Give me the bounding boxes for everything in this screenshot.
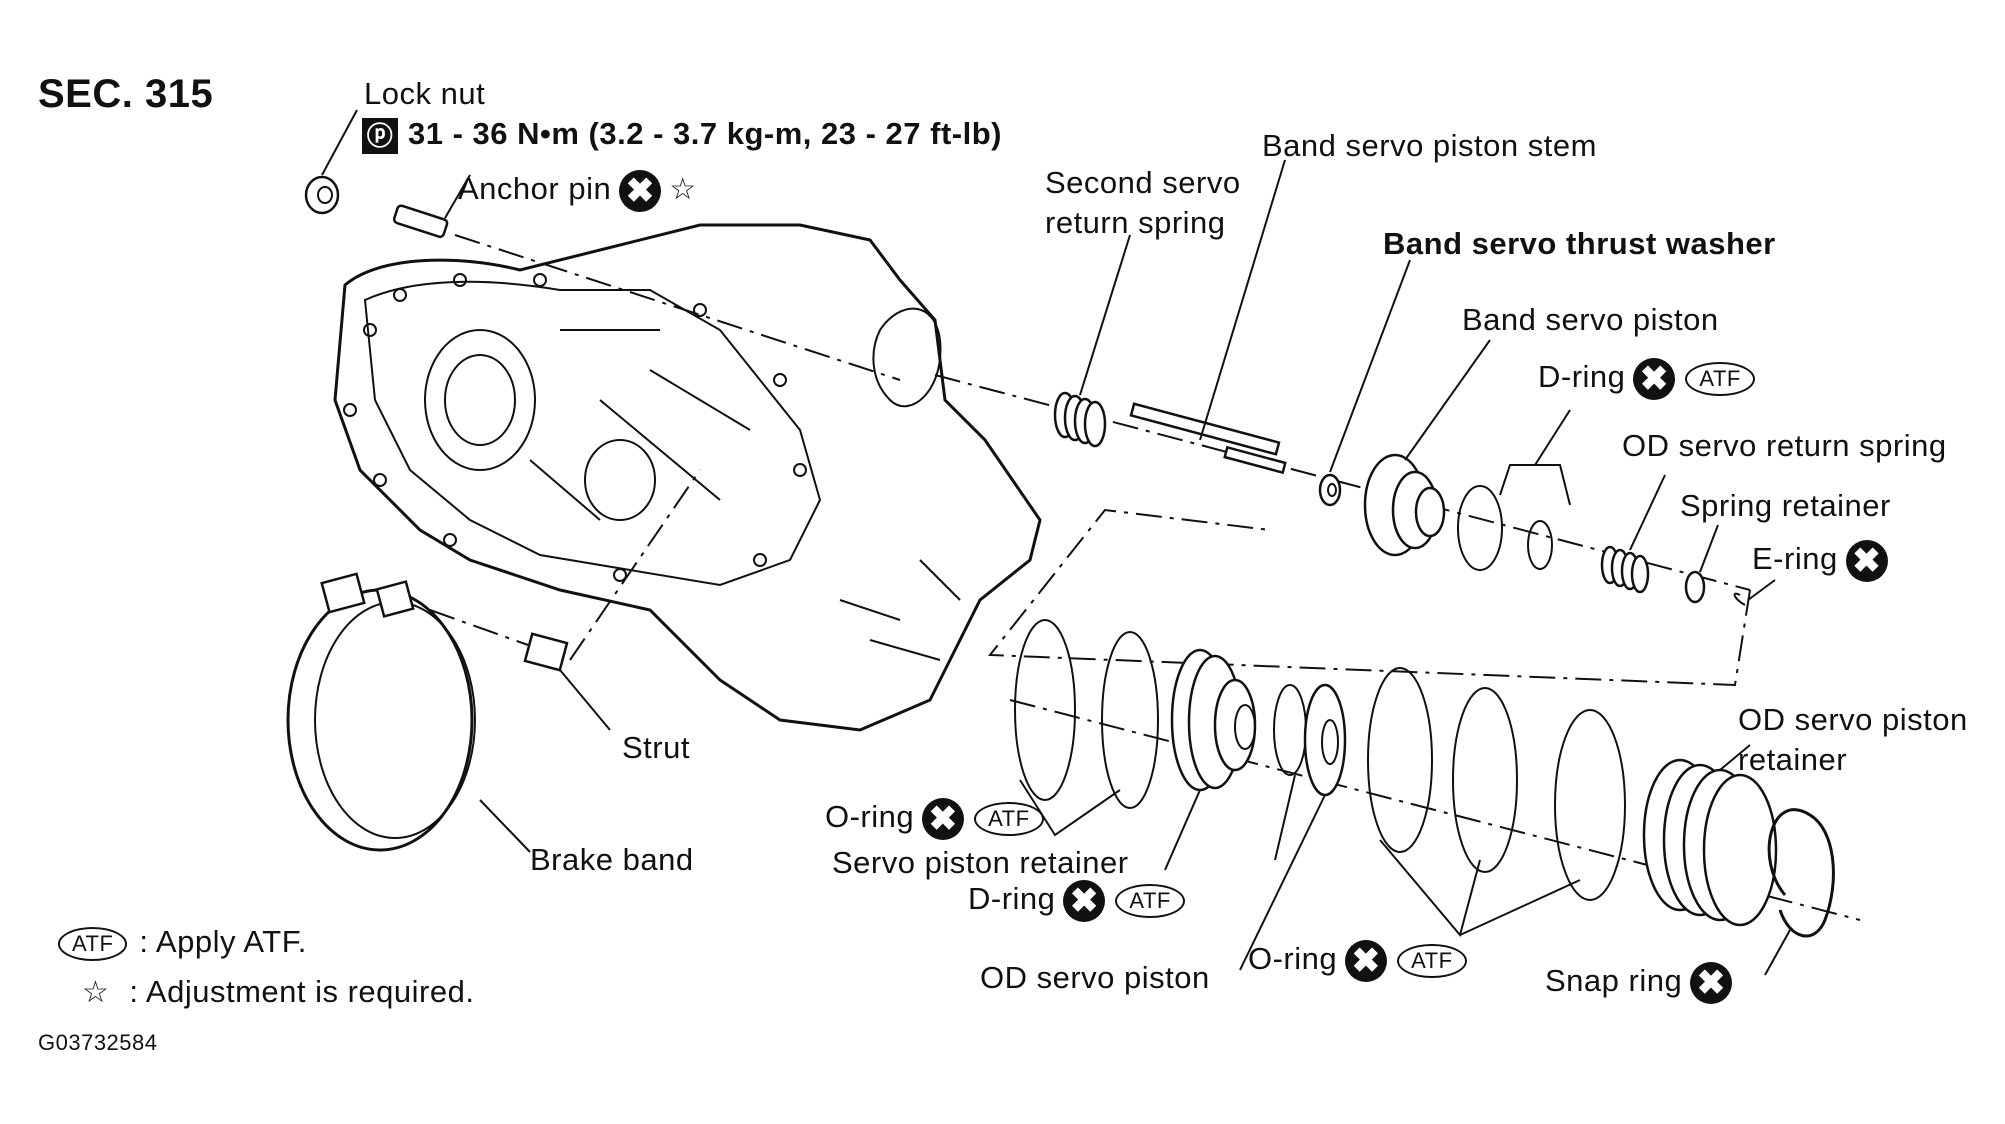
o-ring-left-label: O-ring✖ ATF	[825, 798, 1044, 840]
servo-piston-retainer-part	[1164, 648, 1257, 871]
strut-label: Strut	[622, 730, 690, 765]
od-servo-return-spring-label: OD servo return spring	[1622, 428, 1947, 463]
snap-ring-text: Snap ring	[1545, 963, 1683, 999]
legend-atf-text: : Apply ATF.	[139, 924, 307, 959]
atf-legend-badge: ATF	[58, 926, 128, 961]
lock-nut-label: Lock nut	[364, 76, 486, 111]
transmission-case	[333, 223, 1042, 732]
band-servo-piston-stem-label: Band servo piston stem	[1262, 128, 1597, 163]
anchor-pin-label: Anchor pin✖☆	[458, 170, 697, 212]
legend-star: ☆ : Adjustment is required.	[82, 974, 474, 1010]
lock-nut-part	[304, 109, 358, 215]
servo-piston-retainer-label: Servo piston retainer	[832, 845, 1129, 880]
brake-band-label: Brake band	[530, 842, 694, 877]
brake-band-part	[286, 572, 531, 853]
section-number: SEC. 315	[38, 72, 214, 116]
od-piston-retainer-label-line1: OD servo piston	[1738, 702, 1968, 737]
legend-atf: ATF : Apply ATF.	[58, 924, 307, 961]
atf-badge: ATF	[974, 802, 1044, 836]
atf-badge: ATF	[1397, 944, 1467, 978]
band-servo-thrust-washer-label: Band servo thrust washer	[1383, 226, 1776, 261]
thrust-washer-part	[1318, 259, 1411, 507]
adjust-star-icon: ☆	[669, 173, 697, 207]
od-servo-piston-part	[1239, 683, 1347, 971]
second-servo-spring-part	[1053, 234, 1131, 448]
atf-badge: ATF	[1685, 362, 1755, 396]
strut-part	[429, 469, 701, 731]
d-ring-top-label: D-ring✖ ATF	[1538, 358, 1755, 400]
od-return-spring-part	[1600, 474, 1666, 594]
od-servo-piston-label: OD servo piston	[980, 960, 1210, 995]
replace-icon: ✖	[1845, 540, 1888, 582]
lower-axis-line	[1009, 699, 1861, 921]
band-servo-piston-label: Band servo piston	[1462, 302, 1719, 337]
torque-spec-text: 31 - 36 N•m (3.2 - 3.7 kg-m, 23 - 27 ft-…	[408, 116, 1002, 151]
replace-icon: ✖	[1633, 358, 1676, 400]
o-ring-right-text: O-ring	[1248, 941, 1338, 977]
piston-stem-part	[1129, 159, 1287, 475]
lower-assembly-frame	[987, 508, 1751, 687]
e-ring-text: E-ring	[1752, 541, 1838, 577]
od-piston-retainer-label-line2: retainer	[1738, 742, 1848, 777]
anchor-pin-text: Anchor pin	[458, 171, 612, 207]
replace-icon: ✖	[922, 798, 965, 840]
torque-spec: ⓟ 31 - 36 N•m (3.2 - 3.7 kg-m, 23 - 27 ft…	[362, 116, 1002, 154]
replace-icon: ✖	[1690, 962, 1733, 1004]
band-servo-piston-part	[1363, 339, 1491, 557]
replace-icon: ✖	[1063, 880, 1106, 922]
figure-code: G03732584	[38, 1030, 158, 1055]
adjust-star-icon: ☆	[82, 976, 110, 1009]
second-servo-label-line2: return spring	[1045, 205, 1226, 240]
atf-badge: ATF	[1115, 884, 1185, 918]
legend-star-text: : Adjustment is required.	[129, 974, 475, 1009]
d-ring-top-part	[1457, 409, 1571, 571]
d-ring-bottom-label: D-ring✖ ATF	[968, 880, 1185, 922]
replace-icon: ✖	[619, 170, 662, 212]
torque-wrench-icon: ⓟ	[362, 117, 398, 154]
anchor-pin-part	[392, 174, 901, 381]
second-servo-label-line1: Second servo	[1045, 165, 1241, 200]
o-ring-right-label: O-ring✖ ATF	[1248, 940, 1467, 982]
snap-ring-label: Snap ring✖	[1545, 962, 1733, 1004]
o-ring-left-parts	[1014, 619, 1159, 837]
e-ring-label: E-ring✖	[1752, 540, 1888, 582]
replace-icon: ✖	[1345, 940, 1388, 982]
od-piston-retainer-part	[1642, 744, 1778, 927]
o-ring-left-text: O-ring	[825, 799, 915, 835]
spring-retainer-label: Spring retainer	[1680, 488, 1891, 523]
o-ring-right-parts	[1367, 667, 1626, 938]
snap-ring-part	[1764, 808, 1835, 976]
d-ring-top-text: D-ring	[1538, 359, 1626, 395]
spring-retainer-part	[1684, 524, 1776, 606]
d-ring-bottom-text: D-ring	[968, 881, 1056, 917]
